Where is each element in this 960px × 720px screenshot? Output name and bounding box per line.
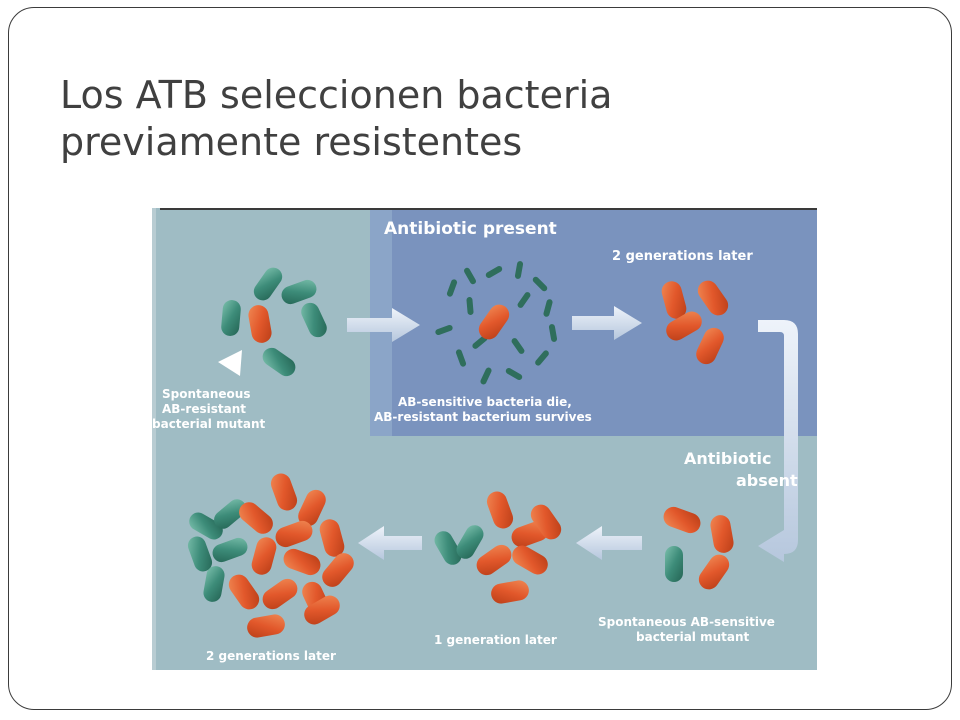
orange-resistant-bacterium <box>275 520 313 548</box>
dead-fragment <box>548 324 558 342</box>
orange-resistant-bacterium <box>283 548 321 576</box>
dead-fragment <box>466 297 474 315</box>
green-bacterium <box>221 300 241 336</box>
orange-resistant-bacterium <box>661 281 687 319</box>
orange-resistant-bacterium <box>270 473 298 511</box>
green-sensitive-bacterium <box>203 566 225 602</box>
orange-resistant-bacterium <box>304 595 340 625</box>
dead-fragment <box>455 349 467 367</box>
green-sensitive-bacterium <box>187 536 213 572</box>
dead-fragment <box>485 266 503 278</box>
sensitive-label-line-2: bacterial mutant <box>636 630 750 644</box>
slide-title-line-2: previamente resistentes <box>60 120 523 164</box>
mutant-label-line-2: AB-resistant <box>162 402 246 416</box>
green-sensitive-bacterium <box>665 546 683 582</box>
green-bacterium <box>262 347 296 377</box>
orange-resistant-bacterium <box>710 515 734 553</box>
mutant-pointer <box>218 350 242 376</box>
two-generations-bottom-label: 2 generations later <box>206 649 336 663</box>
orange-resistant-bacterium <box>239 502 273 534</box>
green-bacterium <box>281 279 317 305</box>
arrow-left-2 <box>358 526 422 560</box>
initial-bacteria-cluster <box>218 267 327 377</box>
arrow-left-1 <box>576 526 642 560</box>
antibiotic-present-label: Antibiotic present <box>384 219 557 239</box>
dead-fragment <box>514 261 524 279</box>
green-sensitive-bacterium <box>434 531 462 565</box>
orange-resistant-bacterium <box>512 545 548 575</box>
orange-resistant-bacterium <box>262 578 298 610</box>
die-label-line-1: AB-sensitive bacteria die, <box>398 395 572 409</box>
orange-resistant-bacterium <box>247 614 285 638</box>
left-edge-strip <box>152 208 156 670</box>
dead-fragment <box>480 367 492 385</box>
one-generation-cluster <box>434 491 562 604</box>
sensitive-label-line-1: Spontaneous AB-sensitive <box>598 615 775 629</box>
orange-resistant-bacterium <box>696 327 724 365</box>
antibiotic-selection-diagram: Spontaneous AB-resistant bacterial mutan… <box>152 208 817 670</box>
top-border-line <box>160 208 817 210</box>
orange-resistant-bacterium <box>298 489 326 527</box>
antibiotic-absent-line-1: Antibiotic <box>684 449 771 468</box>
orange-resistant-bacterium <box>697 280 729 316</box>
two-generations-final-cluster <box>187 473 354 638</box>
slide-title-line-1: Los ATB seleccionen bacteria <box>60 73 613 117</box>
dead-fragment <box>535 350 549 366</box>
mutant-label-line-1: Spontaneous <box>162 387 250 401</box>
green-sensitive-bacterium <box>456 525 484 559</box>
dead-fragment <box>464 267 476 285</box>
dying-bacteria-cluster <box>435 261 558 385</box>
mutant-label-line-3: bacterial mutant <box>152 417 266 431</box>
orange-resistant-bacterium <box>491 580 529 604</box>
orange-resistant-bacterium <box>530 504 562 540</box>
orange-resistant-bacterium <box>228 574 260 610</box>
dead-fragment <box>435 324 453 336</box>
orange-resistant-bacterium <box>663 506 701 534</box>
green-sensitive-bacterium <box>189 512 223 540</box>
orange-resistant-bacterium <box>666 311 702 341</box>
die-label-line-2: AB-resistant bacterium survives <box>374 410 592 424</box>
dead-fragment <box>446 279 458 297</box>
two-generations-top-label: 2 generations later <box>612 249 753 264</box>
resistant-offspring-top <box>661 280 729 365</box>
orange-resistant-bacterium <box>251 537 277 575</box>
slide-title: Los ATB seleccionen bacteria previamente… <box>60 72 860 166</box>
dead-fragment <box>511 338 525 354</box>
green-bacterium <box>253 267 283 301</box>
dead-fragment <box>543 299 553 317</box>
connector-arrow <box>758 320 798 562</box>
dead-fragment <box>517 292 531 308</box>
dead-fragment <box>532 276 548 292</box>
antibiotic-absent-line-2: absent <box>736 471 798 490</box>
green-bacterium <box>301 302 327 338</box>
arrow-right-2 <box>572 306 642 340</box>
orange-resistant-bacterium <box>478 304 510 340</box>
one-generation-label: 1 generation later <box>434 633 557 647</box>
dead-fragment <box>472 335 488 349</box>
orange-resistant-bacterium <box>486 491 514 529</box>
orange-resistant-bacterium <box>476 544 512 576</box>
orange-resistant-bacterium <box>248 305 272 343</box>
green-sensitive-bacterium <box>212 537 248 563</box>
orange-resistant-bacterium <box>319 519 345 557</box>
orange-resistant-bacterium <box>322 553 354 587</box>
orange-resistant-bacterium <box>698 554 730 590</box>
dead-fragment <box>505 368 523 380</box>
arrow-right-1 <box>347 308 420 342</box>
green-sensitive-bacterium <box>214 499 246 529</box>
sensitive-mutant-cluster <box>663 506 734 590</box>
